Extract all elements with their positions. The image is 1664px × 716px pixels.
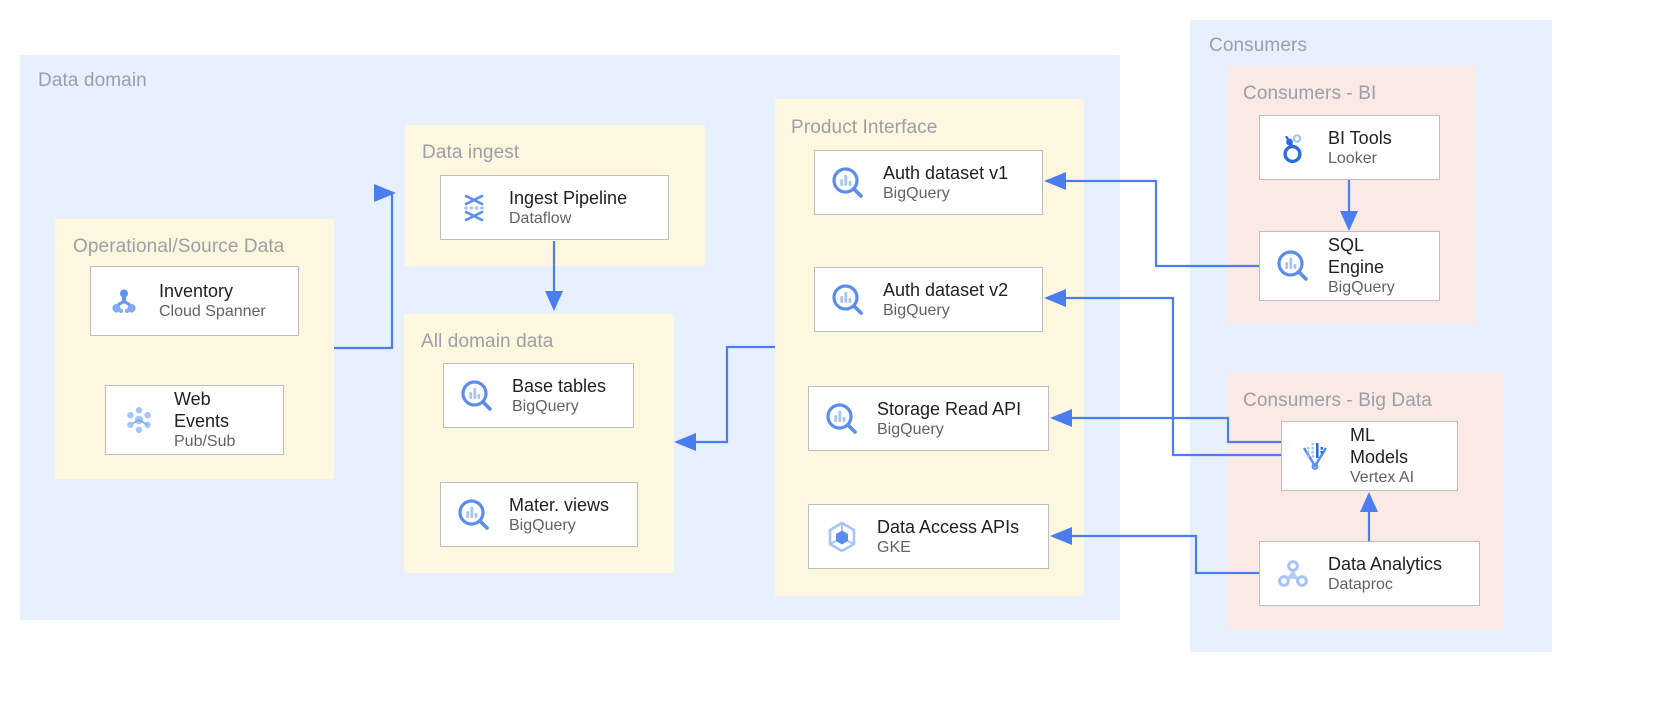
node-base-tables-subtitle: BigQuery — [512, 397, 579, 415]
node-data-analytics-title: Data Analytics — [1328, 553, 1443, 574]
panel-consumers-label: Consumers — [1209, 35, 1308, 56]
node-auth-dataset-v1-subtitle: BigQuery — [883, 184, 950, 202]
node-mater-views[interactable]: Mater. views BigQuery — [440, 482, 638, 547]
node-ml-models-title: ML Models — [1350, 425, 1409, 467]
node-storage-read-api-subtitle: BigQuery — [877, 420, 944, 438]
node-ingest-pipeline-title: Ingest Pipeline — [509, 187, 628, 208]
node-web-events-subtitle: Pub/Sub — [174, 433, 236, 450]
node-inventory[interactable]: Inventory Cloud Spanner — [90, 266, 299, 336]
node-data-access-apis-title: Data Access APIs — [877, 516, 1020, 537]
panel-consumers-big-data-label: Consumers - Big Data — [1243, 390, 1432, 411]
node-data-access-apis-subtitle: GKE — [877, 538, 911, 556]
node-data-analytics[interactable]: Data Analytics Dataproc — [1259, 541, 1480, 606]
node-storage-read-api[interactable]: Storage Read API BigQuery — [808, 386, 1049, 451]
bigquery-icon — [825, 277, 871, 323]
node-bi-tools-title: BI Tools — [1328, 127, 1392, 148]
panel-operational-source-label: Operational/Source Data — [73, 236, 285, 257]
node-base-tables[interactable]: Base tables BigQuery — [443, 363, 634, 428]
looker-icon — [1270, 125, 1316, 171]
cloud-spanner-icon — [101, 278, 147, 324]
node-sql-engine-title: SQL Engine — [1328, 235, 1385, 277]
gke-icon — [819, 514, 865, 560]
node-web-events[interactable]: Web Events Pub/Sub — [105, 385, 284, 455]
node-storage-read-api-title: Storage Read API — [877, 398, 1022, 419]
panel-consumers-bi-label: Consumers - BI — [1243, 83, 1377, 104]
bigquery-icon — [451, 492, 497, 538]
node-mater-views-title: Mater. views — [509, 494, 610, 515]
panel-data-domain-label: Data domain — [38, 70, 147, 91]
bigquery-icon — [825, 160, 871, 206]
node-bi-tools-subtitle: Looker — [1328, 149, 1377, 167]
node-sql-engine[interactable]: SQL Engine BigQuery — [1259, 231, 1440, 301]
node-auth-dataset-v2-subtitle: BigQuery — [883, 301, 950, 319]
node-mater-views-subtitle: BigQuery — [509, 516, 576, 534]
panel-data-ingest-label: Data ingest — [422, 142, 520, 163]
node-ingest-pipeline[interactable]: Ingest Pipeline Dataflow — [440, 175, 669, 240]
node-inventory-subtitle: Cloud Spanner — [159, 303, 266, 320]
bigquery-icon — [819, 396, 865, 442]
vertex-ai-icon — [1292, 433, 1338, 479]
node-ml-models[interactable]: ML Models Vertex AI — [1281, 421, 1458, 491]
node-web-events-title: Web Events — [174, 389, 230, 431]
node-auth-dataset-v1-title: Auth dataset v1 — [883, 162, 1009, 183]
node-sql-engine-subtitle: BigQuery — [1328, 279, 1395, 296]
bigquery-icon — [1270, 243, 1316, 289]
dataproc-icon — [1270, 551, 1316, 597]
node-ml-models-subtitle: Vertex AI — [1350, 469, 1415, 486]
panel-all-domain-data-label: All domain data — [421, 331, 554, 352]
dataflow-icon — [451, 185, 497, 231]
panel-product-interface-label: Product Interface — [791, 117, 938, 138]
node-ingest-pipeline-subtitle: Dataflow — [509, 209, 572, 227]
node-base-tables-title: Base tables — [512, 375, 607, 396]
node-data-analytics-subtitle: Dataproc — [1328, 575, 1393, 593]
pubsub-icon — [116, 397, 162, 443]
node-data-access-apis[interactable]: Data Access APIs GKE — [808, 504, 1049, 569]
node-bi-tools[interactable]: BI Tools Looker — [1259, 115, 1440, 180]
node-auth-dataset-v2-title: Auth dataset v2 — [883, 279, 1009, 300]
node-inventory-title: Inventory — [159, 281, 234, 301]
bigquery-icon — [454, 373, 500, 419]
node-auth-dataset-v2[interactable]: Auth dataset v2 BigQuery — [814, 267, 1043, 332]
node-auth-dataset-v1[interactable]: Auth dataset v1 BigQuery — [814, 150, 1043, 215]
